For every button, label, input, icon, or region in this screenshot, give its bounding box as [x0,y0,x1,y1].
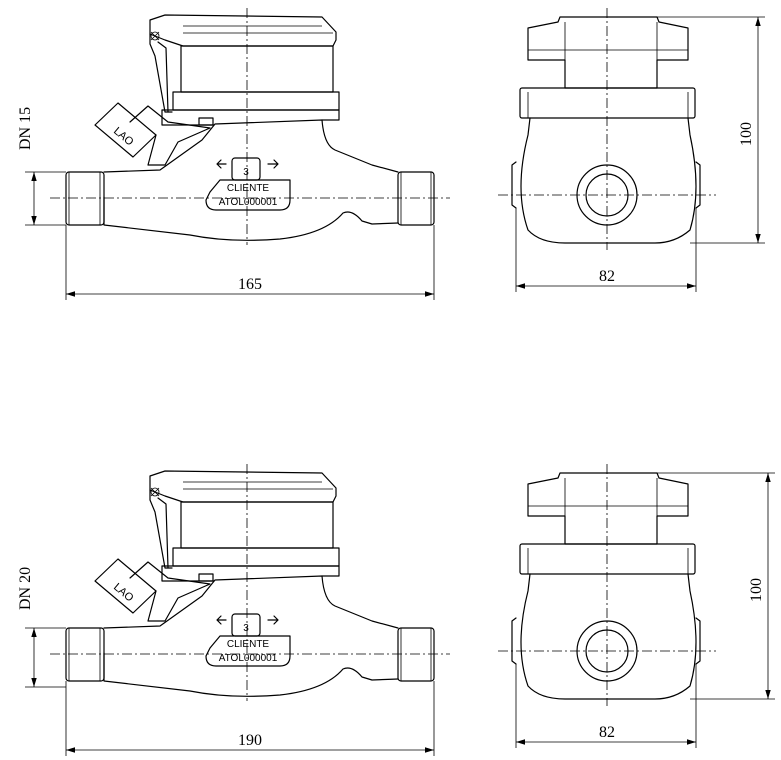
length-label-dn15: 165 [238,276,262,293]
front-view-dn15 [497,7,717,251]
dn-label-dn15: DN 15 [17,107,34,150]
plate-serial-dn15: ATOL000001 [219,197,278,208]
front-view-dn20 [497,463,717,707]
width-label-dn20: 82 [599,724,615,741]
width-label-dn15: 82 [599,268,615,285]
height-label-dn20: 100 [748,578,765,602]
height-label-dn15: 100 [738,122,755,146]
dn-label-dn20: DN 20 [17,567,34,610]
plate-number-dn15: 3 [243,167,249,178]
plate-serial-dn20: ATOL000001 [219,653,278,664]
length-label-dn20: 190 [238,732,262,749]
meter-dn20-group: LAO 3 CLIENTE ATOL000001 DN 20 190 100 8… [17,463,775,756]
side-view-dn20 [49,463,451,702]
plate-number-dn20: 3 [243,623,249,634]
meter-dn15-group: LAO 3 CLIENTE ATOL000001 DN 15 165 100 8… [17,7,765,300]
side-view-dn15 [49,7,451,246]
logo-text-dn20: LAO [111,581,136,605]
plate-client-dn20: CLIENTE [227,639,270,650]
plate-client-dn15: CLIENTE [227,183,270,194]
logo-text-dn15: LAO [111,125,136,149]
